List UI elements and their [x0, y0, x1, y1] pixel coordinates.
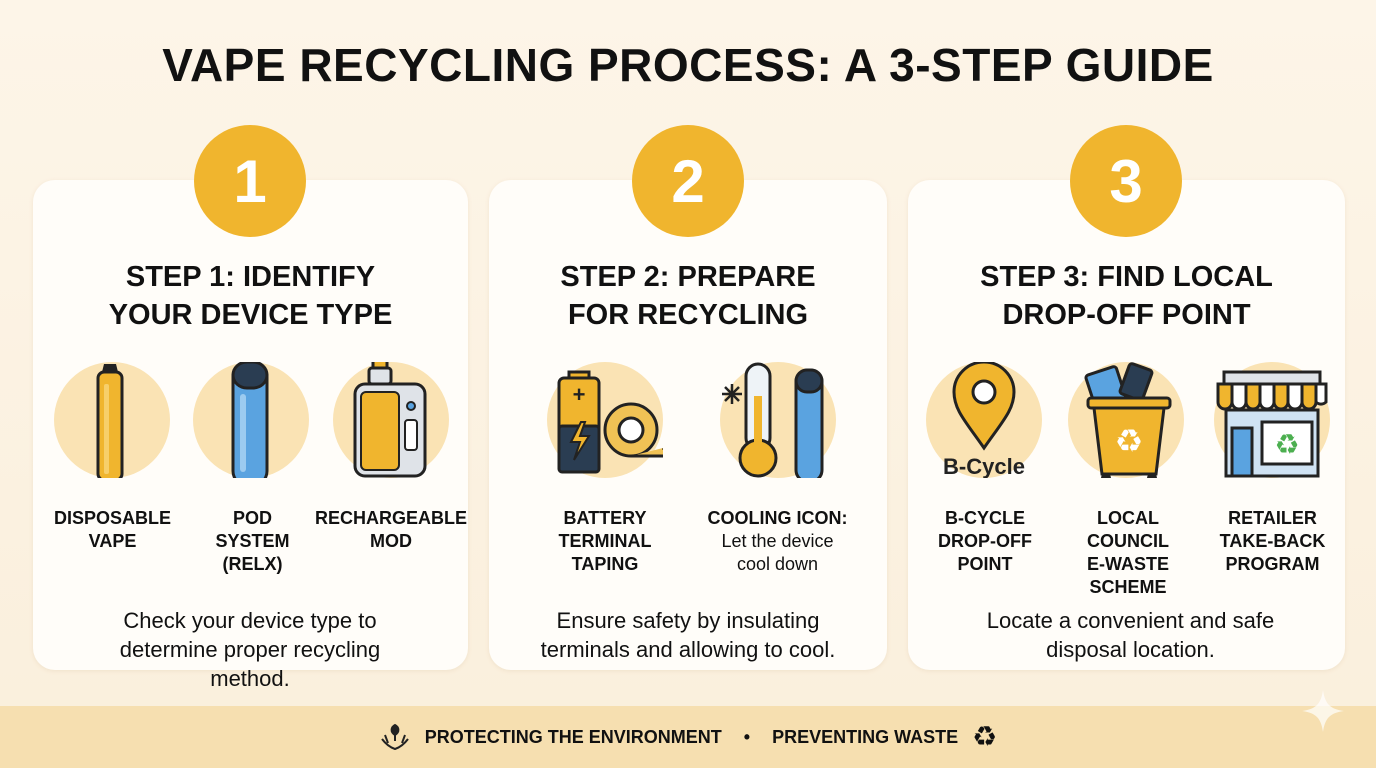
- step-2-badge: 2: [632, 125, 744, 237]
- step-2-description: Ensure safety by insulating terminals an…: [540, 608, 836, 662]
- item-label-cooling: COOLING ICON: Let the device cool down: [707, 508, 848, 574]
- step-1-badge: 1: [194, 125, 306, 237]
- step-3-badge: 3: [1070, 125, 1182, 237]
- page-title: VAPE RECYCLING PROCESS: A 3-STEP GUIDE: [162, 39, 1214, 91]
- footer-left-text: PROTECTING THE ENVIRONMENT: [424, 726, 722, 747]
- cooling-thermometer-icon: [720, 362, 836, 478]
- step-1-description: Check your device type to determine prop…: [119, 608, 381, 691]
- svg-text:♻: ♻: [1274, 428, 1299, 461]
- sparkle-icon: [1302, 690, 1344, 732]
- recycle-icon: ♻: [972, 720, 998, 753]
- disposable-vape-icon: [54, 362, 170, 478]
- rechargeable-mod-icon: [333, 362, 449, 478]
- pin-label: B-Cycle: [943, 454, 1025, 478]
- step-2-title: STEP 2: PREPARE FOR RECYCLING: [560, 261, 816, 331]
- pod-system-icon: [193, 362, 309, 478]
- battery-tape-icon: +: [547, 362, 663, 478]
- footer-banner: PROTECTING THE ENVIRONMENT • PREVENTING …: [0, 706, 1376, 768]
- svg-text:+: +: [573, 382, 586, 407]
- svg-text:♻: ♻: [1115, 422, 1144, 460]
- step-1-title: STEP 1: IDENTIFY YOUR DEVICE TYPE: [108, 261, 393, 331]
- footer-separator: •: [743, 726, 751, 747]
- store-icon: ♻: [1214, 362, 1330, 478]
- location-pin-icon: B-Cycle: [926, 362, 1042, 478]
- footer-right-text: PREVENTING WASTE: [772, 726, 959, 747]
- step-3-title: STEP 3: FIND LOCAL DROP-OFF POINT: [980, 261, 1273, 331]
- step-3-description: Locate a convenient and safe disposal lo…: [986, 608, 1275, 662]
- plant-hands-icon: [380, 723, 409, 751]
- recycling-bin-icon: ♻: [1068, 362, 1184, 478]
